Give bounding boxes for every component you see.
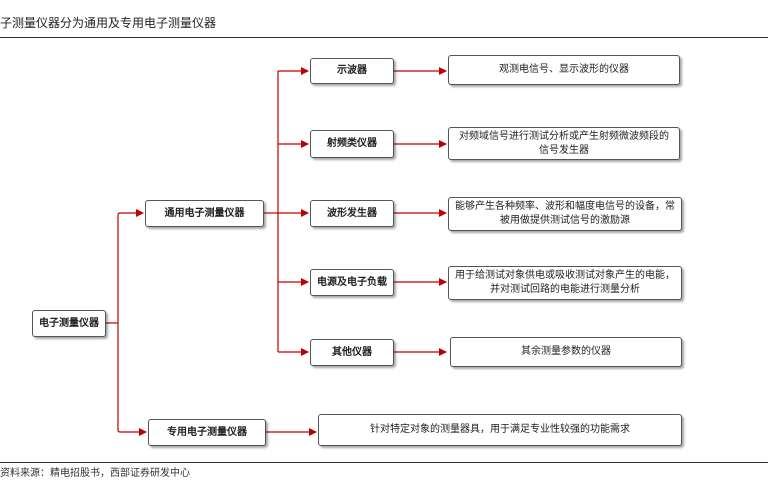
category-description: 其余测量参数的仪器: [450, 337, 682, 367]
root-node: 电子测量仪器: [32, 310, 106, 337]
general-node: 通用电子测量仪器: [145, 200, 264, 227]
category-node: 射频类仪器: [310, 130, 394, 158]
special-description: 针对特定对象的测量器具，用于满足专业性较强的功能需求: [318, 414, 682, 446]
category-description: 观测电信号、显示波形的仪器: [448, 55, 680, 85]
bottom-divider: [0, 462, 768, 463]
category-node: 波形发生器: [310, 200, 394, 227]
category-node: 示波器: [310, 58, 394, 84]
source-note: 资料来源：精电招股书，西部证券研发中心: [0, 468, 190, 479]
category-description: 能够产生各种频率、波形和幅度电信号的设备，常被用做提供测试信号的激励源: [448, 197, 682, 231]
category-description: 用于给测试对象供电或吸收测试对象产生的电能，并对测试回路的电能进行测量分析: [448, 266, 682, 300]
category-node: 其他仪器: [310, 339, 394, 366]
figure-subtitle: 子测量仪器分为通用及专用电子测量仪器: [0, 16, 217, 30]
category-description: 对频域信号进行测试分析或产生射频微波频段的信号发生器: [448, 127, 680, 160]
top-divider: [0, 37, 768, 38]
special-node: 专用电子测量仪器: [148, 419, 266, 446]
root-vertical-connector: [117, 212, 121, 433]
category-node: 电源及电子负载: [310, 269, 394, 296]
